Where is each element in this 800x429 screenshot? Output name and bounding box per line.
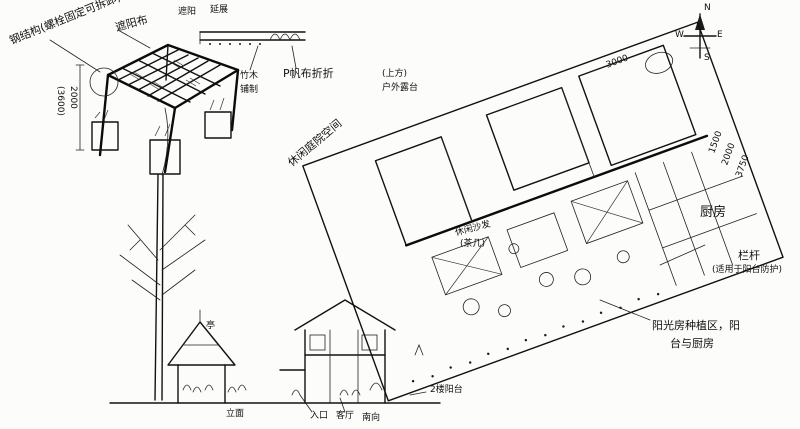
beam-a-note: 竹木	[240, 71, 259, 81]
gazebo-section	[167, 309, 247, 404]
house-section	[279, 299, 427, 413]
section-d-label: 南向	[362, 413, 381, 423]
tree-elevation	[119, 174, 206, 401]
upper-room-label-b: 户外露台	[382, 83, 419, 93]
railing-note: (适用于阳台防护)	[712, 265, 783, 275]
compass-north-label: N	[704, 3, 711, 13]
strip-left-note: 遮阳	[178, 7, 197, 17]
strip-right-note: 延展	[210, 5, 229, 15]
plan-table-label: (茶几)	[460, 239, 486, 249]
sunroom-leader	[599, 299, 651, 321]
section-second-label: 2楼阳台	[430, 385, 463, 395]
railing-leader	[659, 244, 706, 266]
site-plan	[302, 21, 784, 402]
compass-rose	[683, 13, 717, 59]
section-a-label: 立面	[226, 409, 245, 419]
railing-label: 栏杆	[738, 249, 760, 262]
shade-strip-detail	[199, 31, 306, 71]
pergola-height-b: (3600)	[55, 86, 65, 116]
sunroom-label: 阳光房种植区，阳	[652, 319, 740, 332]
section-c-label: 客厅	[336, 411, 355, 421]
kitchen-label: 厨房	[700, 205, 727, 220]
compass-west-label: W	[675, 30, 684, 40]
fabric-fold-note: P帆布折折	[283, 67, 334, 80]
compass-east-label: E	[717, 30, 723, 40]
upper-room-label: (上方)	[382, 69, 408, 79]
pergola-perspective	[49, 29, 240, 176]
beam-b-note: 铺制	[240, 85, 259, 95]
section-pavilion-label: 亭	[206, 321, 216, 331]
pergola-height-a: 2000	[68, 86, 78, 109]
sunroom-label-b: 台与厨房	[670, 337, 714, 350]
compass-south-label: S	[704, 53, 710, 63]
section-b-label: 入口	[310, 411, 329, 421]
